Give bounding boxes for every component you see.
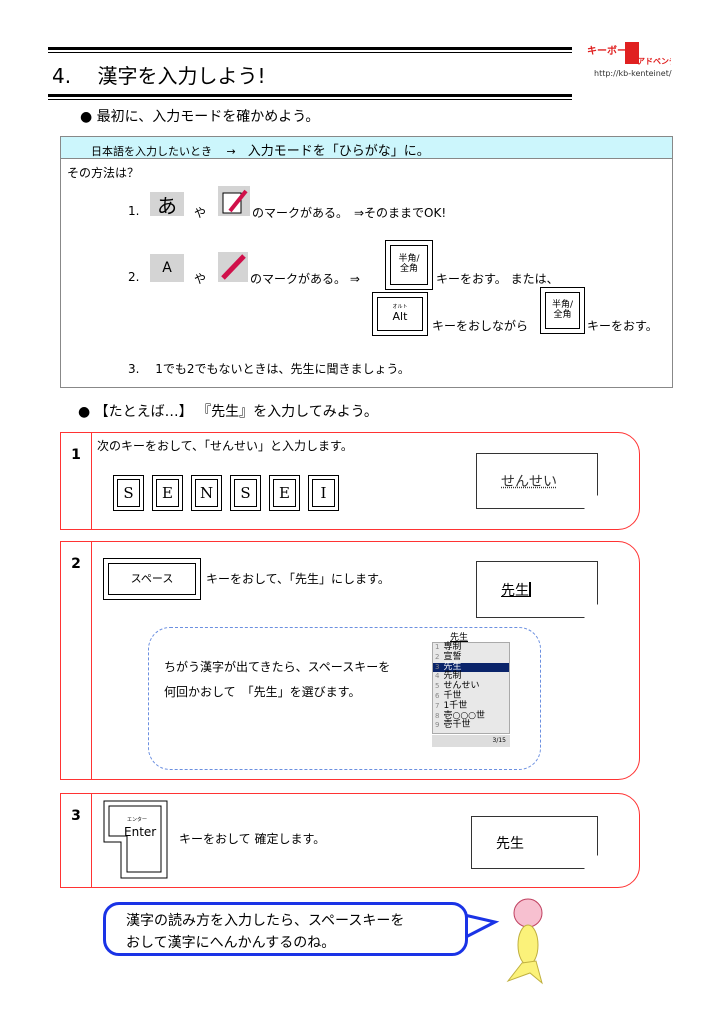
step1-text: のマークがある。 ⇒そのままでOK! — [252, 206, 447, 220]
step2-final: キーをおす。 — [587, 319, 658, 333]
box-header: 日本語を入力したいとき → 入力モードを「ひらがな」に。 — [61, 137, 672, 159]
method-label: その方法は？ — [67, 166, 140, 180]
result-paper: 先生 — [476, 561, 598, 618]
speech-bubble: 漢字の読み方を入力したら、スペースキーをおして漢字にへんかんするのね。 — [103, 902, 468, 956]
hankaku-zenkaku-key: 半角/全角 — [385, 240, 433, 290]
key-i: I — [308, 475, 339, 511]
title-rule-top — [48, 47, 572, 53]
space-key: スペース — [103, 558, 201, 600]
step2-panel: 2 スペース キーをおして、「先生」にします。 先生 — [60, 541, 640, 780]
hiragana-mode-icon: あ — [150, 192, 184, 218]
box-header-left: 日本語を入力したいとき → — [91, 145, 236, 158]
step2-number: 2. — [128, 270, 140, 284]
step2-after-key: キーをおす。 または、 — [436, 272, 559, 286]
key-e: E — [152, 475, 183, 511]
site-url: http://kb-kenteinet/ — [594, 69, 672, 78]
step3-text: 3. 1でも2でもないときは、先生に聞きましょう。 — [128, 362, 410, 376]
svg-text:アドベンチャー: アドベンチャー — [637, 57, 671, 66]
enter-label: Enter — [124, 825, 157, 839]
step2-ya: や — [194, 272, 207, 286]
key-s: S — [113, 475, 144, 511]
step1-ya: や — [194, 206, 207, 220]
step1-panel: 1 次のキーをおして、「せんせい」と入力します。 S E N S E I せんせ… — [60, 432, 640, 530]
section1-heading: ● 最初に、入力モードを確かめよう。 — [80, 109, 320, 125]
panel2-text: キーをおして、「先生」にします。 — [206, 572, 390, 586]
hankaku-zenkaku-key-2: 半角/全角 — [540, 287, 585, 334]
svg-text:キーボー: キーボー — [587, 44, 627, 57]
section2-heading: ● 【たとえば…】 『先生』を入力してみよう。 — [78, 404, 378, 420]
panel1-text: 次のキーをおして、「せんせい」と入力します。 — [97, 439, 353, 453]
enter-key — [103, 800, 168, 879]
panel-number: 3 — [61, 794, 92, 887]
panel-number: 1 — [61, 433, 92, 529]
pen-icon — [218, 252, 248, 282]
box-header-right: 入力モードを「ひらがな」に。 — [247, 144, 430, 159]
panel-number: 2 — [61, 542, 92, 779]
direct-input-icon: A — [150, 254, 184, 282]
page-title: 4. 漢字を入力しよう! — [52, 64, 266, 88]
key-e: E — [269, 475, 300, 511]
result-paper: せんせい — [476, 453, 598, 509]
alt-after-text: キーをおしながら — [432, 319, 529, 333]
site-logo: キーボー アドベンチャー — [587, 42, 671, 66]
title-rule-bottom — [48, 94, 572, 100]
panel3-text: キーをおして 確定します。 — [179, 832, 326, 846]
ime-pad-icon — [218, 186, 250, 216]
note-box — [148, 627, 541, 770]
note-line2: 何回かおして 「先生」を選びます。 — [164, 685, 361, 699]
key-n: N — [191, 475, 222, 511]
note-line1: ちがう漢字が出てきたら、スペースキーを — [164, 660, 391, 674]
input-mode-box: 日本語を入力したいとき → 入力モードを「ひらがな」に。 その方法は？ — [60, 136, 673, 388]
step3-panel: 3 エンター Enter キーをおして 確定します。 先生 — [60, 793, 640, 888]
speech-tail — [459, 912, 500, 942]
step2-text: のマークがある。 ⇒ — [250, 272, 360, 286]
mermaid-character — [506, 898, 543, 985]
candidate-status: 3/15 — [432, 735, 510, 747]
candidate-input: 先生 — [450, 633, 469, 643]
step1-number: 1. — [128, 204, 140, 218]
result-paper: 先生 — [471, 816, 598, 869]
key-s: S — [230, 475, 261, 511]
enter-ruby: エンター — [127, 817, 148, 823]
